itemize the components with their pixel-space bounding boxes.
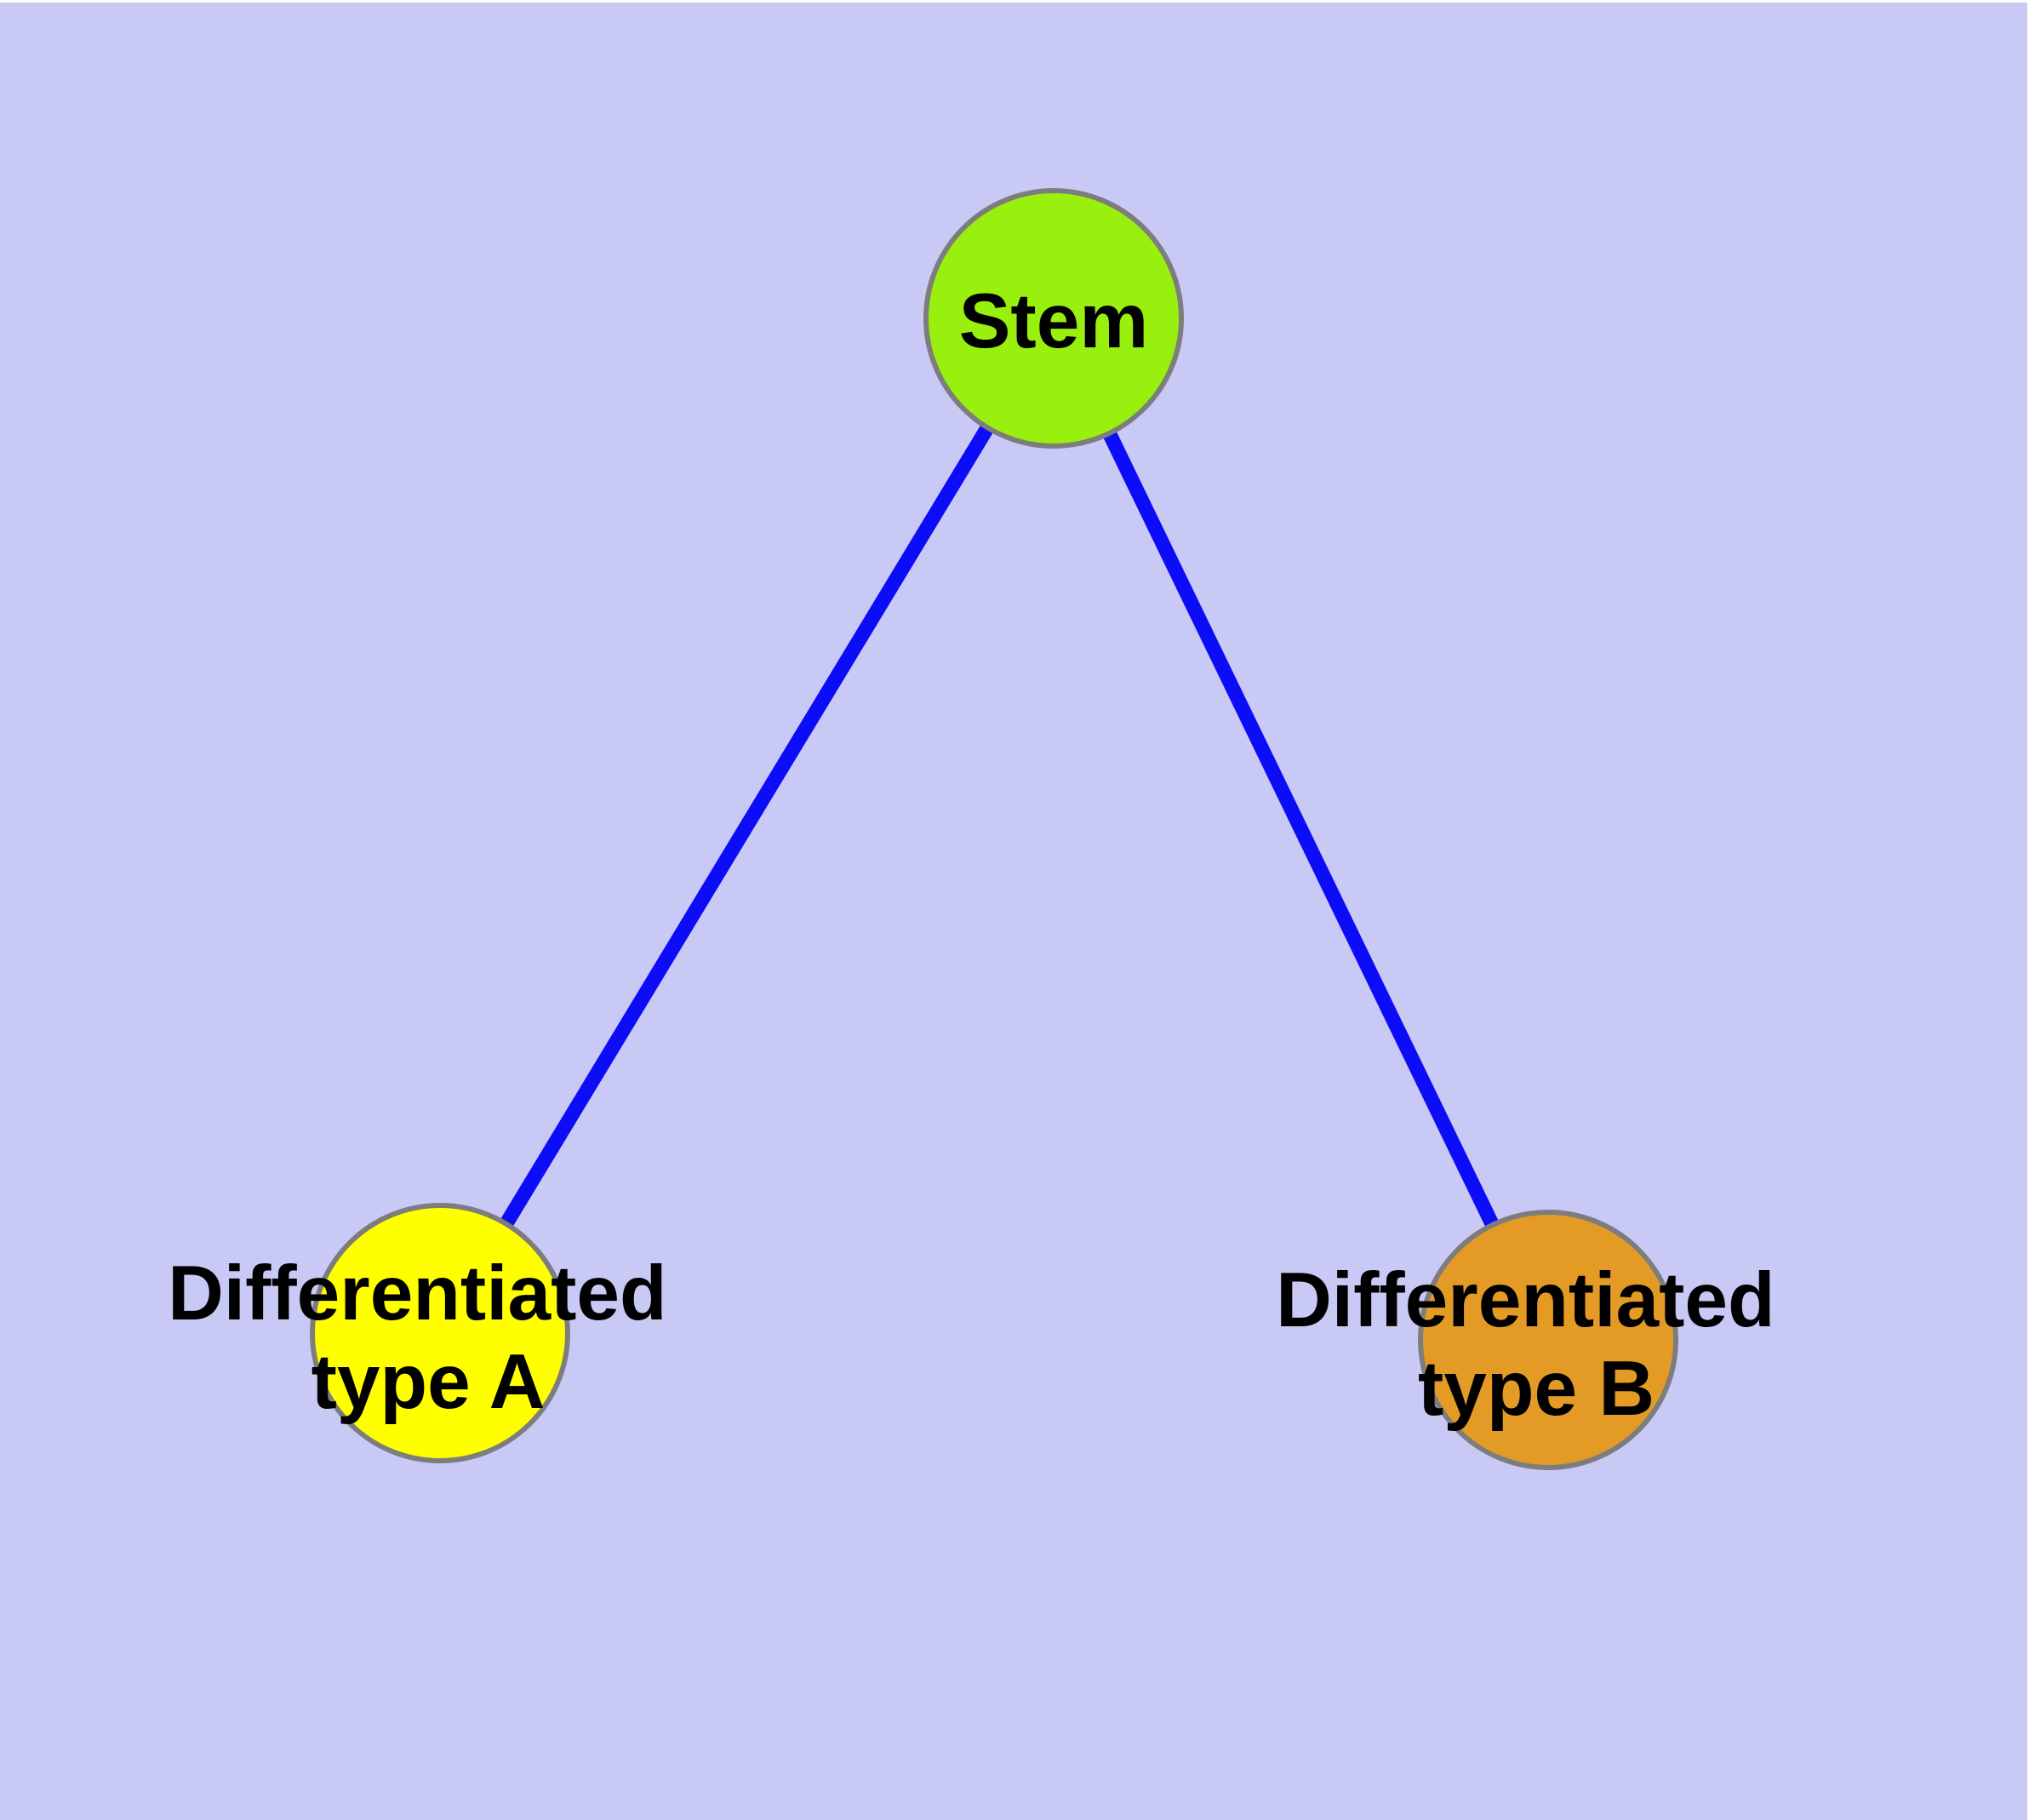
node-stem [923,188,1184,449]
edge-stem-to-type-b [1047,315,1555,1343]
node-type-b-label-line1: Differentiated [1276,1257,1775,1343]
node-differentiated-type-b-label: Differentiated type B [1276,1257,1797,1432]
node-stem-label: Stem [959,278,1149,364]
node-differentiated-type-a [310,1203,570,1463]
node-type-a-label-line1: Differentiated [168,1251,667,1336]
node-differentiated-type-a-label: Differentiated type A [168,1251,689,1425]
node-differentiated-type-b [1418,1210,1678,1470]
edge-stem-to-type-a [433,314,1060,1337]
node-stem-label-line1: Stem [959,278,1149,364]
node-type-b-label-line2: type B [1418,1346,1655,1432]
node-type-a-label-line2: type A [311,1339,546,1425]
